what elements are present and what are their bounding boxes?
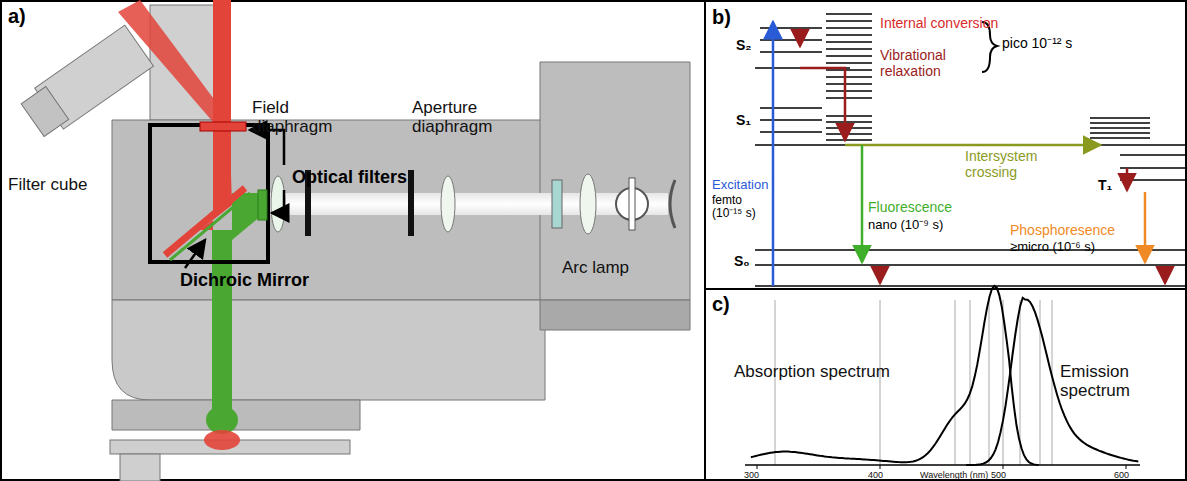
part-label: Arc lamp <box>562 258 672 277</box>
state-label: S₀ <box>734 254 758 270</box>
panel-letter: a) <box>8 5 48 27</box>
part-label: Optical filters <box>292 167 452 187</box>
process-label: Fluorescence <box>868 200 968 216</box>
part-label: Aperture diaphragm <box>412 98 522 136</box>
part-label: Filter cube <box>8 175 98 194</box>
axis-title: Wavelength (nm) <box>920 470 1020 480</box>
panel-letter: c) <box>712 293 752 315</box>
panel-letter: b) <box>712 6 752 28</box>
process-label: Excitation <box>712 178 772 193</box>
axis-tick: 400 <box>868 470 898 480</box>
curve-label: Emission spectrum <box>1060 362 1185 400</box>
process-label: Phosphoresence <box>1010 223 1130 239</box>
axis-tick: 500 <box>991 470 1021 480</box>
timescale-label: ≥micro (10⁻⁶ s) <box>1010 240 1120 255</box>
timescale-label: nano (10⁻⁹ s) <box>868 218 968 233</box>
timescale-label: pico 10⁻¹² s <box>1002 36 1122 52</box>
timescale-label: femto (10⁻¹⁵ s) <box>712 194 770 221</box>
process-label: Internal conversion <box>880 16 1030 32</box>
part-label: Dichroic Mirror <box>180 270 350 290</box>
lamp-housing: Arc lamp <box>540 62 690 330</box>
filter-cube: Filter cube <box>150 125 268 262</box>
state-label: T₁ <box>1098 178 1122 194</box>
state-label: S₂ <box>736 38 760 54</box>
part-label: Field diaphragm <box>252 98 352 136</box>
state-label: S₁ <box>736 113 760 129</box>
process-label: Intersystem crossing <box>965 149 1055 180</box>
axis-tick: 600 <box>1114 470 1144 480</box>
process-label: Vibrational relaxation <box>880 48 980 79</box>
axis-tick: 300 <box>744 470 774 480</box>
curve-label: Absorption spectrum <box>734 362 904 381</box>
